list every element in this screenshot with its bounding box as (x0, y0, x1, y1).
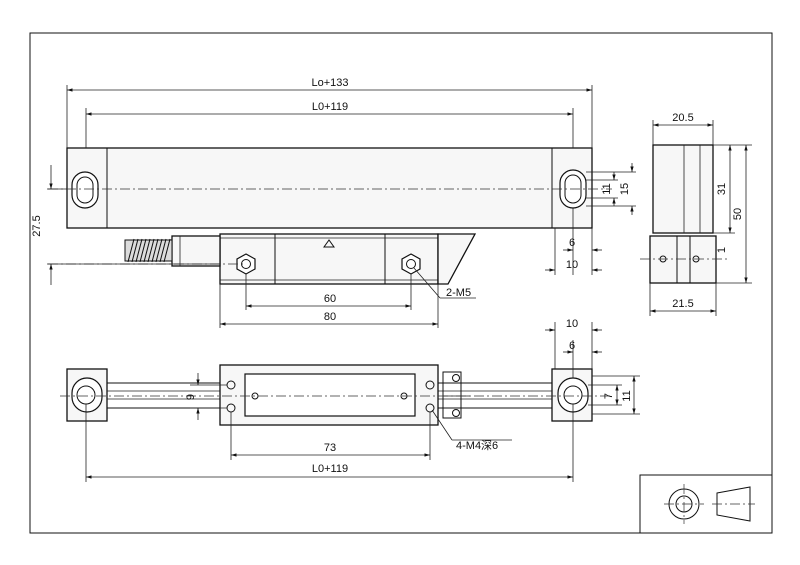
dim-side-width-21-5: 21.5 (672, 298, 693, 310)
dim-side-31: 31 (716, 183, 728, 195)
dim-slot-15: 15 (619, 183, 631, 195)
dim-top-mount-length: L0+119 (312, 463, 348, 475)
direction-arrow-icon (323, 239, 335, 248)
dim-side-50: 50 (732, 208, 744, 220)
dim-top-7: 7 (603, 393, 615, 399)
left-top-slot (71, 377, 103, 413)
dim-top-9: 9 (185, 394, 197, 400)
dim-offset-10: 10 (566, 259, 578, 271)
screw-icon (452, 409, 460, 417)
front-view: Lo+133 L0+119 27.5 11 15 6 10 (31, 77, 636, 328)
cable-connector (171, 235, 221, 267)
dim-mount-length: L0+119 (312, 101, 348, 113)
dim-top-73: 73 (324, 442, 336, 454)
dim-side-1: 1 (716, 247, 728, 253)
dim-top-6: 6 (569, 340, 575, 352)
dim-slot-11: 11 (601, 183, 613, 194)
side-view: 20.5 31 50 1 21.5 (640, 112, 752, 316)
top-view: 9 10 6 7 11 73 L0+119 4-M4深6 (60, 318, 640, 482)
side-head (649, 235, 717, 284)
dim-offset-6: 6 (569, 237, 575, 249)
mount-hole-icon (425, 380, 435, 390)
dim-overall-length: Lo+133 (311, 77, 348, 89)
dim-head-60: 60 (324, 293, 336, 305)
thread-label-2-m5: 2-M5 (446, 287, 471, 299)
left-hex-nut-icon (236, 253, 256, 275)
projection-symbol-block (639, 474, 773, 534)
right-hex-nut-icon (401, 253, 421, 275)
dim-top-10: 10 (566, 318, 578, 330)
dim-head-80: 80 (324, 311, 336, 323)
drawing-border (29, 32, 773, 534)
top-head-cover (244, 373, 416, 417)
screw-icon (452, 374, 460, 382)
spring-cable (124, 238, 173, 263)
thread-label-4-m4: 4-M4深6 (456, 439, 498, 452)
dim-top-11: 11 (621, 390, 633, 401)
side-body (652, 144, 714, 234)
dim-side-width-20-5: 20.5 (672, 112, 693, 124)
dim-height-27-5: 27.5 (31, 215, 43, 236)
head-bracket (437, 233, 477, 285)
scale-body (66, 147, 593, 229)
